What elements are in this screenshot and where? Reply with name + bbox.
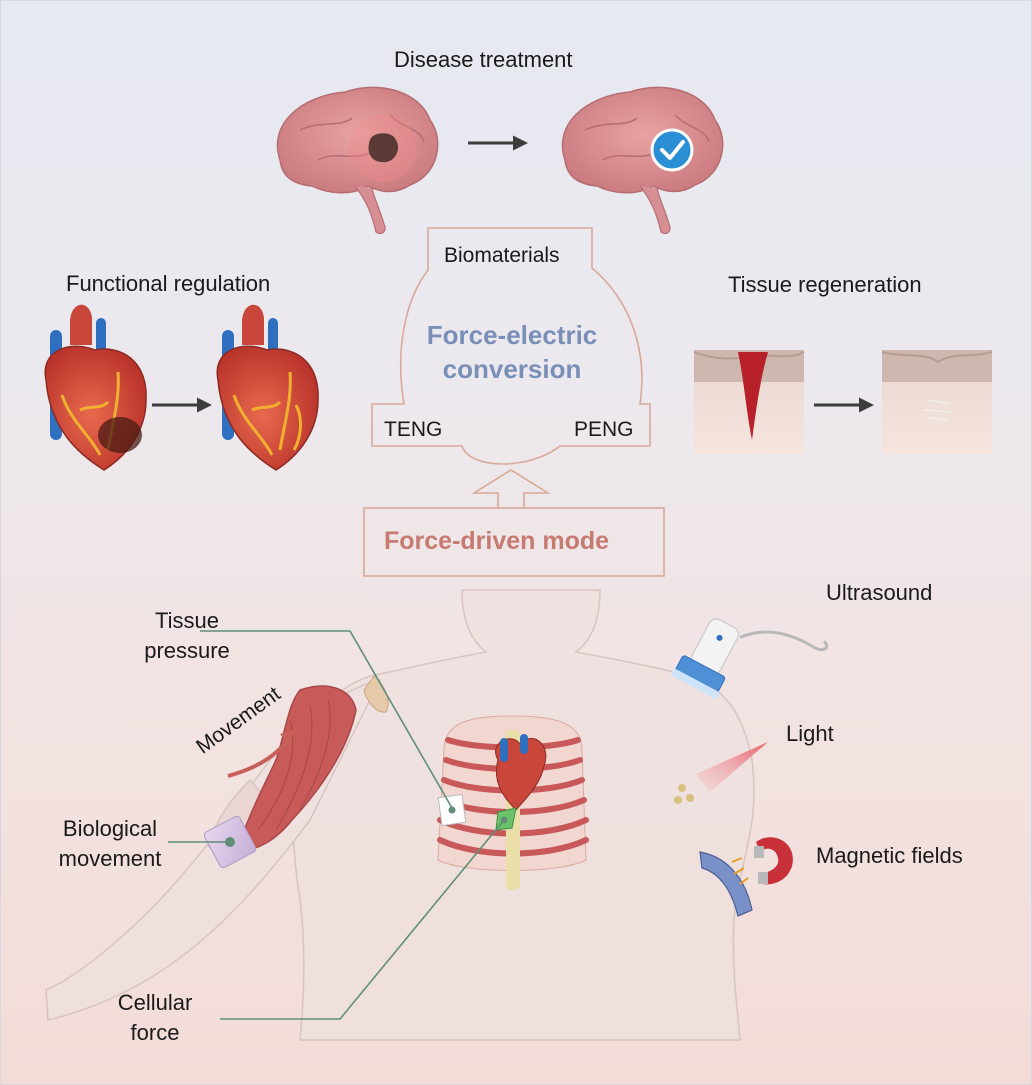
- hub-outline: [371, 227, 651, 465]
- teng-label: TENG: [384, 418, 443, 441]
- brain-diseased-icon: [276, 86, 439, 235]
- light-label: Light: [786, 721, 834, 746]
- movement-arrow: [227, 740, 288, 778]
- cellular-force-line1: Cellular: [117, 990, 193, 1015]
- tissue-regeneration-title: Tissue regeneration: [728, 272, 922, 297]
- movement-arrow-head: [280, 730, 294, 746]
- force-driven-box: [363, 507, 665, 577]
- ultrasound-probe-icon: [670, 618, 829, 699]
- force-electric-line1: Force-electric: [426, 320, 598, 350]
- skin-wound-icon: [693, 350, 805, 454]
- functional-regulation-title: Functional regulation: [66, 271, 271, 296]
- skin-healed-icon: [881, 350, 993, 454]
- peng-label: PENG: [574, 418, 634, 441]
- force-electric-line2: conversion: [442, 354, 582, 384]
- cellular-force-label: Cellular force: [100, 988, 210, 1048]
- ultrasound-label: Ultrasound: [826, 580, 933, 605]
- force-driven-arrow: [471, 469, 551, 508]
- magnet-icon: [699, 837, 793, 917]
- tissue-pressure-line1: Tissue: [155, 608, 219, 633]
- heart-damaged-icon: [44, 304, 147, 471]
- biomaterials-label: Biomaterials: [444, 244, 560, 267]
- light-beam-icon: [674, 742, 768, 804]
- leader-lines: [168, 630, 505, 1020]
- disease-treatment-title: Disease treatment: [394, 47, 573, 72]
- heart-healthy-icon: [216, 304, 319, 471]
- tissue-pressure-line2: pressure: [144, 638, 230, 663]
- force-electric-conversion-title: Force-electric conversion: [382, 318, 642, 386]
- cellular-force-line2: force: [130, 1020, 180, 1045]
- biological-movement-line1: Biological: [62, 816, 158, 841]
- force-driven-mode-title: Force-driven mode: [384, 527, 610, 555]
- tissue-pressure-patch: [437, 793, 467, 827]
- magnetic-fields-label: Magnetic fields: [816, 843, 963, 868]
- tissue-pressure-label: Tissue pressure: [132, 606, 242, 666]
- arm-muscle: [237, 685, 357, 851]
- biological-movement-line2: movement: [58, 846, 162, 871]
- biological-movement-label: Biological movement: [50, 814, 170, 874]
- brain-healthy-icon: [561, 86, 724, 235]
